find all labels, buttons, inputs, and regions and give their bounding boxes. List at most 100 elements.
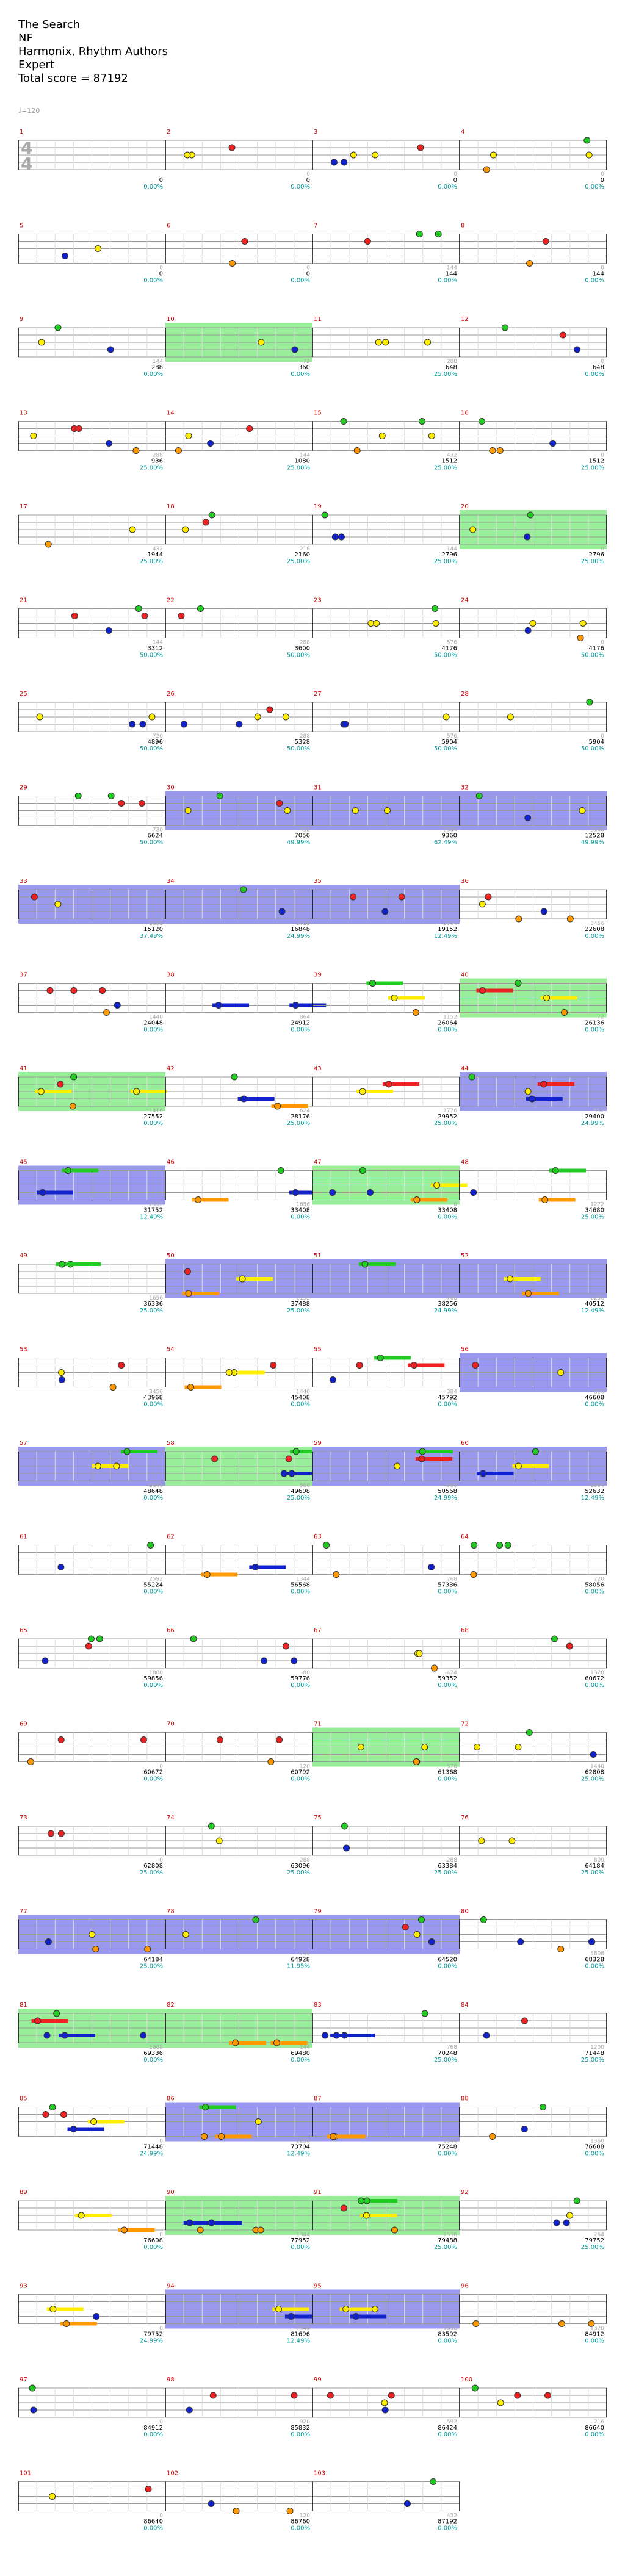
note-gem: [27, 1758, 34, 1765]
measure-score: 76608: [143, 2237, 163, 2244]
note-gem: [190, 1635, 197, 1642]
measure-number: 4: [461, 129, 464, 135]
measure-number: 38: [167, 972, 175, 979]
note-gem: [144, 1946, 151, 1952]
note-gem: [282, 1642, 289, 1650]
measure-number: 29: [20, 785, 27, 791]
measure-note-count: 0: [601, 453, 604, 459]
note-gem: [529, 1095, 536, 1103]
measure-score: 0: [306, 177, 310, 184]
note-gem: [524, 815, 532, 821]
measure-percent: 0.00%: [438, 2431, 457, 2438]
note-gem: [54, 901, 62, 908]
note-gem: [341, 2032, 348, 2039]
measure-number: 1: [20, 129, 23, 135]
note-gem: [588, 1938, 595, 1945]
note-gem: [431, 1664, 438, 1672]
measure-percent: 0.00%: [438, 184, 457, 190]
measure-note-count: 0: [453, 1202, 457, 1208]
sustain-bar: [382, 1082, 419, 1086]
note-gem: [566, 2212, 573, 2219]
measure-note-count: 288: [300, 733, 310, 739]
note-gem: [139, 721, 146, 728]
measure-note-count: -408: [445, 1951, 458, 1957]
note-gem: [261, 1657, 268, 1664]
measure-note-count: 1440: [590, 1764, 604, 1770]
measure-percent: 0.00%: [438, 278, 457, 284]
measure-score: 15120: [143, 926, 163, 933]
note-gem: [239, 1275, 246, 1283]
time-signature-bottom: 4: [21, 154, 32, 174]
measure-note-count: -552: [592, 1108, 604, 1114]
measure-percent: 0.00%: [143, 278, 163, 284]
measure-note-count: 1440: [149, 1015, 163, 1021]
measure-number: 71: [314, 1721, 322, 1728]
note-gem: [240, 886, 247, 893]
measure-note-count: 0: [306, 171, 310, 178]
note-gem: [233, 2508, 240, 2514]
sustain-bar: [237, 1097, 275, 1101]
note-gem: [479, 987, 486, 994]
note-gem: [276, 800, 283, 807]
note-gem: [381, 908, 389, 915]
note-gem: [507, 1275, 514, 1283]
note-gem: [359, 1167, 366, 1174]
note-gem: [197, 2226, 204, 2234]
note-gem: [496, 1542, 504, 1549]
sustain-bar: [522, 1292, 559, 1295]
note-gem: [391, 995, 398, 1001]
sustain-bar: [249, 1565, 286, 1569]
measure-note-count: 72: [598, 1015, 604, 1021]
note-gem: [267, 1758, 275, 1765]
measure-note-count: 0: [159, 2139, 163, 2145]
measure-score: 55224: [143, 1582, 163, 1589]
measure-note-count: 2304: [443, 921, 457, 927]
measure-percent: 25.00%: [581, 1869, 604, 1876]
note-gem: [49, 2306, 57, 2312]
measure-note-count: 144: [300, 453, 310, 459]
note-gem: [590, 1751, 597, 1758]
note-gem: [216, 793, 223, 799]
note-gem: [412, 1009, 419, 1016]
measure-percent: 50.00%: [287, 746, 310, 752]
measure-score: 4896: [148, 739, 163, 746]
note-gem: [228, 144, 236, 151]
sustain-bar: [271, 1104, 308, 1108]
note-gem: [472, 2320, 480, 2327]
note-gem: [209, 2392, 217, 2399]
measure-score: 31752: [143, 1207, 163, 1214]
measure-number: 15: [314, 410, 322, 417]
note-gem: [382, 339, 389, 346]
note-gem: [472, 1362, 479, 1369]
sustain-bar: [56, 1262, 93, 1266]
sustain-bar: [415, 1457, 452, 1461]
measure-percent: 0.00%: [585, 1682, 604, 1689]
sustain-bar: [366, 981, 403, 985]
note-gem: [61, 253, 68, 259]
note-gem: [514, 2392, 521, 2399]
note-gem: [70, 1073, 78, 1081]
measure-number: 45: [20, 1159, 27, 1166]
note-gem: [197, 605, 204, 612]
note-gem: [586, 699, 593, 706]
measure-note-count: 0: [601, 546, 604, 552]
note-gem: [540, 908, 547, 915]
measure-score: 60672: [585, 1675, 604, 1682]
note-gem: [527, 511, 534, 519]
sustain-bar: [130, 1090, 167, 1093]
measure-score: 4176: [589, 646, 604, 652]
measure-note-count: 0: [159, 2513, 163, 2519]
